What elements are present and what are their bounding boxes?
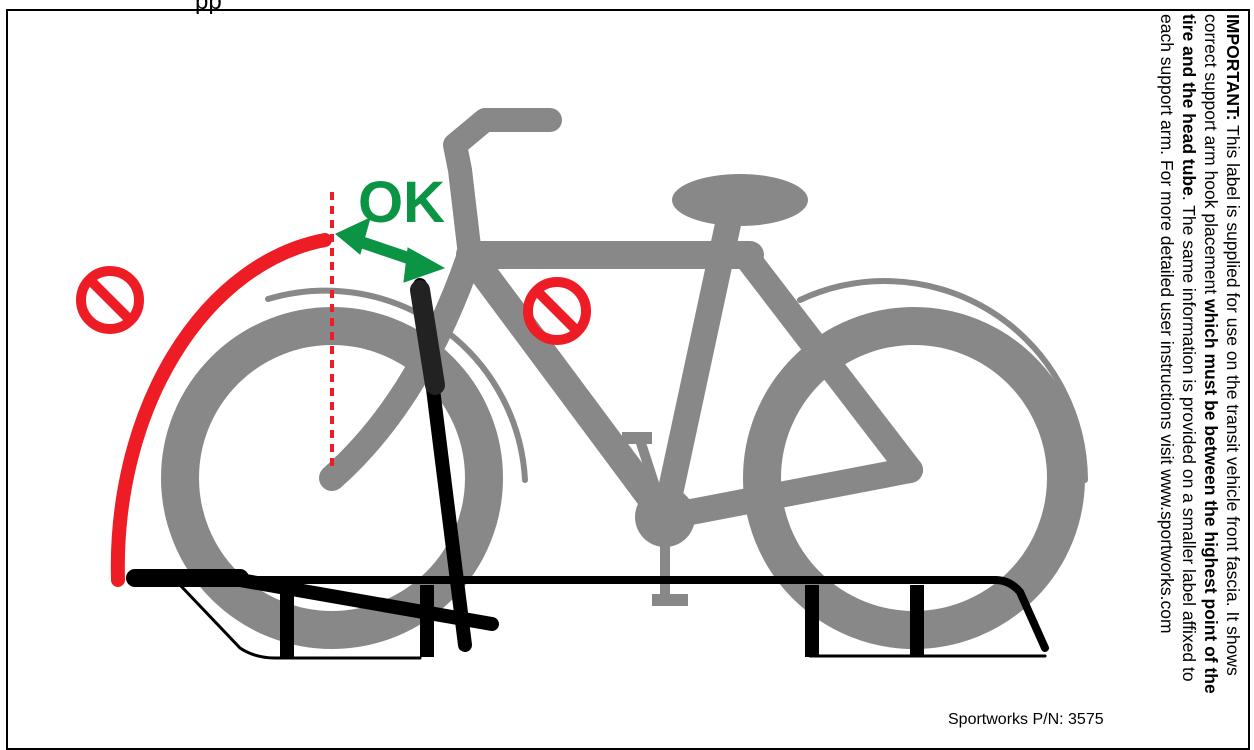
- notice-lead: IMPORTANT:: [1223, 14, 1243, 121]
- rack-post: [420, 585, 434, 657]
- support-arm-hook: [410, 280, 445, 395]
- no-zone-arc: [110, 233, 332, 587]
- rear-fender: [797, 278, 1088, 483]
- pedal-top: [622, 432, 652, 444]
- frame-chain-stay: [652, 457, 923, 530]
- ok-label: OK: [358, 170, 445, 235]
- frame-seat-tube: [652, 202, 743, 530]
- fork: [443, 108, 562, 267]
- bicycle: [161, 108, 1088, 649]
- clipped-top-text: pp: [195, 0, 222, 15]
- chainring: [635, 487, 695, 547]
- prohibited-icon: [523, 277, 591, 345]
- frame-down-tube: [456, 241, 679, 531]
- part-number: Sportworks P/N: 3575: [948, 711, 1104, 728]
- frame-seat-stay: [732, 242, 923, 483]
- front-fork-curve: [319, 242, 483, 491]
- rack-post: [280, 585, 294, 657]
- pedal-bottom: [652, 594, 688, 606]
- prohibited-icon: [76, 266, 144, 334]
- ok-arrow: [335, 217, 446, 283]
- saddle: [672, 174, 808, 226]
- important-notice: IMPORTANT: This label is supplied for us…: [1156, 14, 1244, 714]
- rack-base-rail: [236, 576, 1049, 652]
- rack-post: [805, 585, 819, 657]
- rack-front-ramp: [178, 583, 422, 660]
- rack-post: [910, 585, 924, 657]
